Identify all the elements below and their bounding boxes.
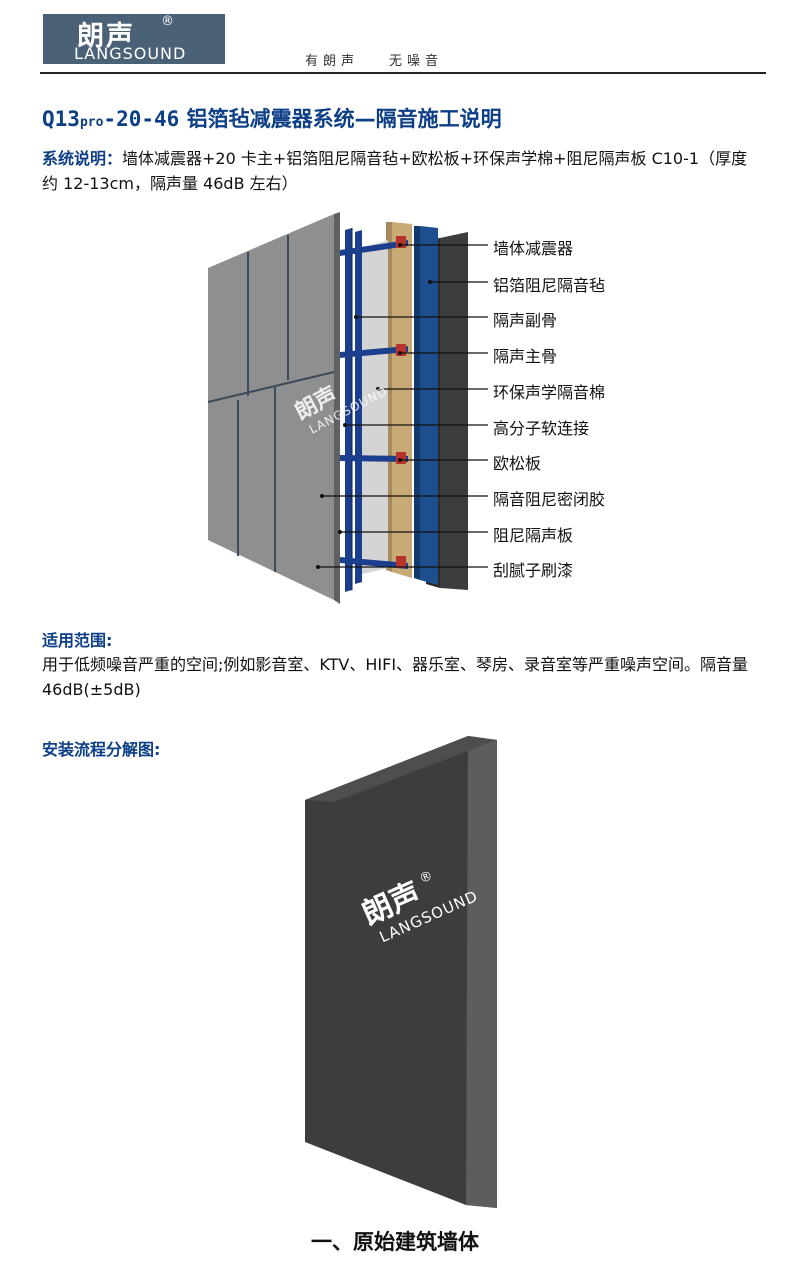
brand-logo: 朗声 ® LANGSOUND [43, 14, 225, 64]
acoustic-felt-edge [414, 226, 420, 580]
system-description: 系统说明：墙体减震器+20 卡主+铝箔阻尼隔音毡+欧松板+环保声学棉+阻尼隔声板… [42, 146, 757, 196]
board-edge [334, 212, 340, 604]
label-acoustic-cotton: 环保声学隔音棉 [493, 383, 606, 402]
wall-watermark-en: LANGSOUND [377, 887, 481, 947]
model-suffix: -20-46 [103, 107, 180, 131]
wall-shock-absorbers [396, 236, 406, 568]
acoustic-felt-layer [420, 226, 438, 585]
install-heading: 安装流程分解图: [42, 740, 161, 759]
label-foil-felt: 铝箔阻尼隔音毡 [493, 276, 606, 295]
system-desc-label: 系统说明： [42, 149, 123, 168]
cotton-layer [362, 240, 388, 574]
wall-watermark-reg: ® [417, 868, 435, 887]
slogan: 有朗声 无噪音 [305, 50, 443, 69]
label-sub-keel: 隔声副骨 [493, 311, 558, 330]
step-caption: 一、原始建筑墙体 [311, 1230, 479, 1254]
label-polymer-joint: 高分子软连接 [493, 419, 590, 438]
scope-heading: 适用范围: [42, 631, 113, 650]
raw-wall-top [305, 736, 497, 802]
vertical-stud-left [345, 228, 352, 592]
label-putty-paint: 刮腻子刷漆 [493, 561, 574, 580]
horizontal-channels [340, 240, 408, 569]
damping-board-front [208, 214, 334, 600]
wall-layers-diagram: 朗声 LANGSOUND [207, 212, 488, 604]
raw-wall-side [466, 736, 497, 1208]
label-sealant: 隔音阻尼密闭胶 [493, 490, 606, 509]
osb-layer [392, 222, 412, 578]
wall-watermark-cn: 朗声 [357, 876, 426, 932]
label-osb: 欧松板 [493, 454, 542, 473]
logo-registered-mark: ® [161, 14, 174, 29]
label-main-keel: 隔声主骨 [493, 347, 558, 366]
header-divider [40, 72, 766, 74]
slogan-part-2: 无噪音 [389, 54, 444, 69]
model-prefix: Q13 [42, 107, 80, 131]
scope-text: 用于低频噪音严重的空间;例如影音室、KTV、HIFI、器乐室、琴房、录音室等严重… [42, 655, 749, 699]
base-wall [440, 232, 468, 590]
title-text: 铝箔毡减震器系统—隔音施工说明 [186, 107, 502, 131]
logo-en-text: LANGSOUND [74, 44, 187, 63]
board-seams [207, 235, 335, 572]
label-damping-board: 阻尼隔声板 [493, 526, 574, 545]
page-title: Q13pro-20-46 铝箔毡减震器系统—隔音施工说明 [42, 103, 502, 133]
wall-watermark: 朗声 ® LANGSOUND [357, 868, 481, 947]
logo-cn-text: 朗声 [77, 21, 135, 52]
model-small: pro [79, 115, 104, 130]
system-desc-text: 墙体减震器+20 卡主+铝箔阻尼隔音毡+欧松板+环保声学棉+阻尼隔声板 C10-… [42, 149, 748, 193]
label-wall-damper: 墙体减震器 [493, 239, 574, 258]
leader-lines [318, 244, 488, 568]
slogan-part-1: 有朗声 [305, 54, 360, 69]
raw-wall-front [305, 736, 497, 1208]
